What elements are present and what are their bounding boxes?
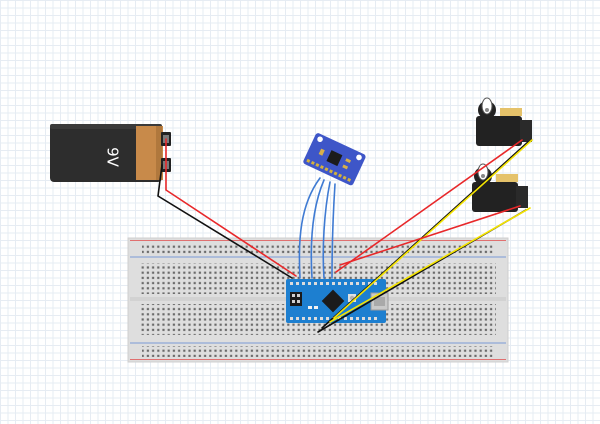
servo-1-horn bbox=[481, 97, 493, 115]
wires bbox=[157, 138, 533, 333]
wire-imu-3 bbox=[322, 181, 331, 279]
imu-chip bbox=[326, 150, 343, 167]
servo-motor-1 bbox=[476, 97, 532, 146]
wire-servo-2-power bbox=[339, 205, 521, 266]
power-rail-top bbox=[142, 243, 494, 254]
power-rail-bottom bbox=[142, 346, 494, 357]
arduino-header-pins-top bbox=[290, 282, 377, 285]
arduino-icsp-header bbox=[290, 292, 302, 306]
arduino-header-pins-bottom bbox=[290, 317, 377, 320]
servo-2-label bbox=[496, 174, 518, 182]
arduino-mcu-chip bbox=[321, 289, 345, 313]
servo-1-label bbox=[500, 108, 522, 116]
servo-motor-2 bbox=[472, 163, 528, 212]
battery-9v: 9V bbox=[50, 124, 171, 182]
imu-mount-hole bbox=[317, 136, 323, 143]
arduino-nano bbox=[286, 279, 389, 323]
imu-sensor-board bbox=[303, 133, 366, 186]
wire-battery-negative bbox=[157, 164, 293, 279]
wire-battery-positive bbox=[165, 138, 297, 277]
wire-servo-1-signal bbox=[333, 139, 533, 319]
wire-servo-2-signal bbox=[329, 207, 531, 323]
wire-imu-2 bbox=[310, 179, 325, 279]
wire-servo-1-power bbox=[335, 139, 523, 273]
imu-mount-hole bbox=[356, 154, 362, 161]
battery-label: 9V bbox=[104, 147, 122, 168]
imu-header-pins bbox=[306, 158, 352, 182]
wire-imu-4 bbox=[331, 183, 336, 279]
wire-imu-1 bbox=[298, 177, 321, 279]
